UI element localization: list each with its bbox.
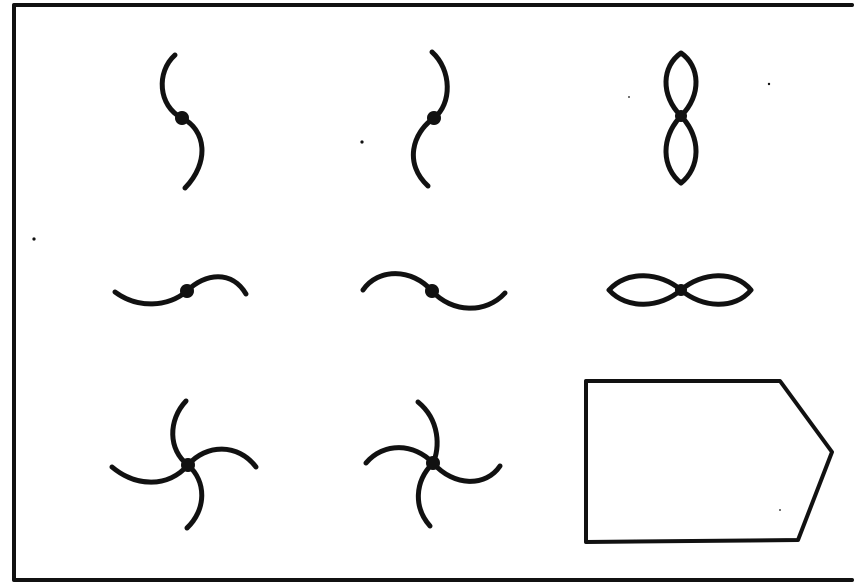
pinwheel-arm-bottom: [418, 463, 433, 526]
hub-dot: [427, 111, 441, 125]
hub-dot: [181, 458, 195, 472]
lobe-bottom: [666, 116, 696, 183]
speck: [628, 96, 630, 98]
blank-pentagon-tag: [586, 381, 832, 542]
pinwheel-arm-top: [173, 401, 188, 465]
lobe-left: [609, 276, 681, 305]
figure-eight-horizontal: [609, 276, 751, 305]
speck: [360, 140, 363, 143]
hub-dot: [180, 284, 194, 298]
curve-arm-right: [187, 277, 246, 294]
curve-arm-bottom: [182, 118, 202, 188]
curve-arm-top: [432, 52, 447, 118]
lobe-top: [666, 53, 696, 116]
curve-arm-left: [115, 291, 187, 304]
s-curve-vertical: [162, 55, 202, 188]
pinwheel-arm-bottom: [187, 465, 202, 528]
speck: [32, 237, 35, 240]
curve-arm-left: [363, 274, 432, 291]
s-curve-horizontal: [115, 277, 246, 304]
pinwheel-arm-right: [188, 449, 256, 467]
curve-arm-bottom: [413, 118, 434, 186]
hub-dot: [425, 284, 439, 298]
hub-dot: [675, 110, 687, 122]
pinwheel-counterclockwise: [366, 402, 500, 526]
pinwheel-clockwise: [112, 401, 256, 528]
pinwheel-arm-left: [366, 448, 433, 463]
hub-dot: [675, 284, 687, 296]
hub-dot: [426, 456, 440, 470]
pinwheel-arm-right: [433, 463, 500, 481]
reverse-s-curve-horizontal: [363, 274, 505, 309]
pinwheel-arm-left: [112, 465, 188, 482]
lobe-right: [681, 276, 751, 305]
speck: [779, 509, 781, 511]
figure-eight-vertical: [666, 53, 696, 183]
reverse-s-curve-vertical: [413, 52, 447, 186]
speck: [768, 83, 770, 85]
curve-arm-right: [432, 291, 505, 308]
curve-arm-top: [162, 55, 182, 118]
hub-dot: [175, 111, 189, 125]
